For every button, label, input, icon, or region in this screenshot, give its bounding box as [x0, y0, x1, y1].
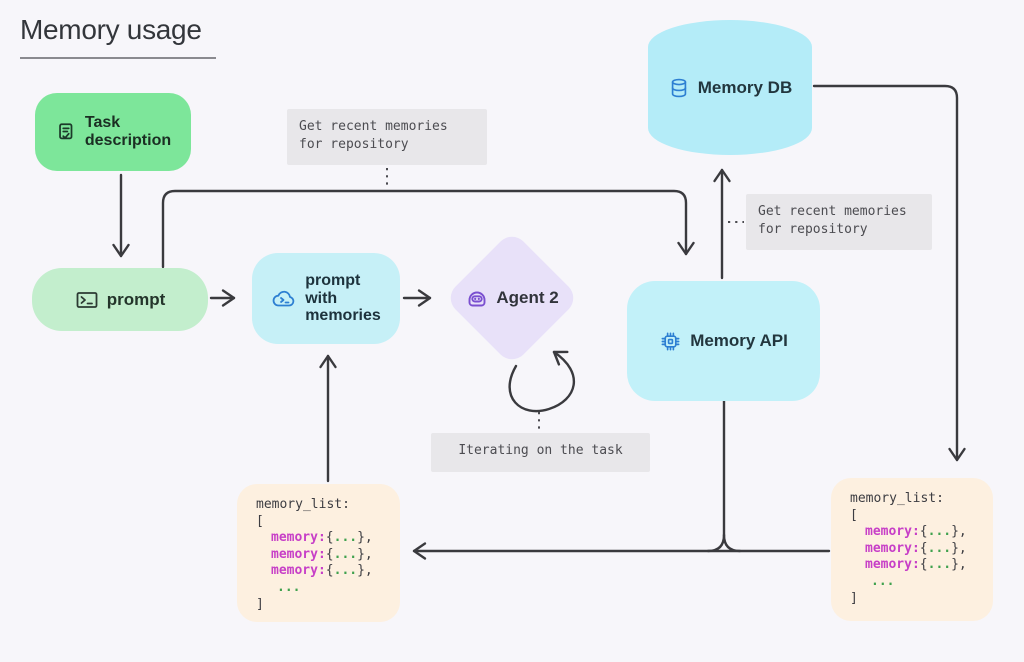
robot-icon [465, 286, 489, 310]
node-memory-api[interactable]: Memory API [627, 281, 820, 401]
code-entry: memory:{...}, [271, 563, 373, 579]
arrow-memory-db-to-memory-list-right [812, 84, 966, 462]
node-memory-db[interactable]: Memory DB [648, 20, 812, 155]
page-title: Memory usage [20, 14, 202, 45]
node-agent-2[interactable]: Agent 2 [444, 230, 580, 366]
task-label-line1: Task [84, 114, 121, 132]
code-entry: memory:{...}, [865, 524, 967, 540]
cloud-terminal-icon [271, 287, 297, 311]
node-prompt[interactable]: prompt [32, 268, 208, 331]
code-header: memory_list: [850, 491, 944, 506]
memory-list-left: memory_list: [ memory:{...}, memory:{...… [237, 484, 400, 622]
junction-curve-right [722, 533, 742, 553]
chip-icon [659, 330, 682, 353]
agent-label: Agent 2 [496, 288, 559, 308]
node-task-description[interactable]: Task description [35, 93, 191, 171]
code-ellipsis: ... [871, 573, 895, 589]
code-entry: memory:{...}, [865, 540, 967, 556]
memory-api-label: Memory API [690, 331, 788, 351]
code-entry: memory:{...}, [271, 530, 373, 546]
task-doc-icon [55, 121, 77, 143]
memory-db-label: Memory DB [697, 77, 793, 97]
code-ellipsis: ... [277, 579, 301, 595]
title-underline [20, 57, 216, 59]
pwm-label-line3: memories [305, 307, 381, 325]
note-iterating-on-task: Iterating on the task [431, 433, 650, 472]
node-prompt-with-memories[interactable]: prompt with memories [252, 253, 400, 344]
code-entry: memory:{...}, [865, 557, 967, 573]
note-get-recent-memories-top: Get recent memories for repository [287, 109, 487, 165]
code-bracket-open: [ [256, 513, 264, 529]
cylinder-shape [648, 20, 812, 155]
junction-curve-left [706, 533, 726, 553]
pwm-label-line1: prompt [305, 271, 361, 289]
code-header: memory_list: [256, 497, 350, 512]
task-label-line2: description [84, 132, 172, 149]
code-bracket-open: [ [850, 507, 858, 523]
code-entry: memory:{...}, [271, 546, 373, 562]
code-bracket-close: ] [256, 596, 264, 612]
database-icon [668, 77, 690, 99]
arrow-agent-self-loop [508, 350, 575, 413]
memory-list-right: memory_list: [ memory:{...}, memory:{...… [831, 478, 993, 621]
note-get-recent-memories-right: Get recent memories for repository [746, 194, 932, 250]
arrow-prompt-to-memory-api [161, 189, 695, 269]
prompt-label: prompt [106, 289, 166, 309]
pwm-label-line2: with [305, 289, 338, 307]
code-bracket-close: ] [850, 590, 858, 606]
terminal-icon [75, 289, 99, 311]
